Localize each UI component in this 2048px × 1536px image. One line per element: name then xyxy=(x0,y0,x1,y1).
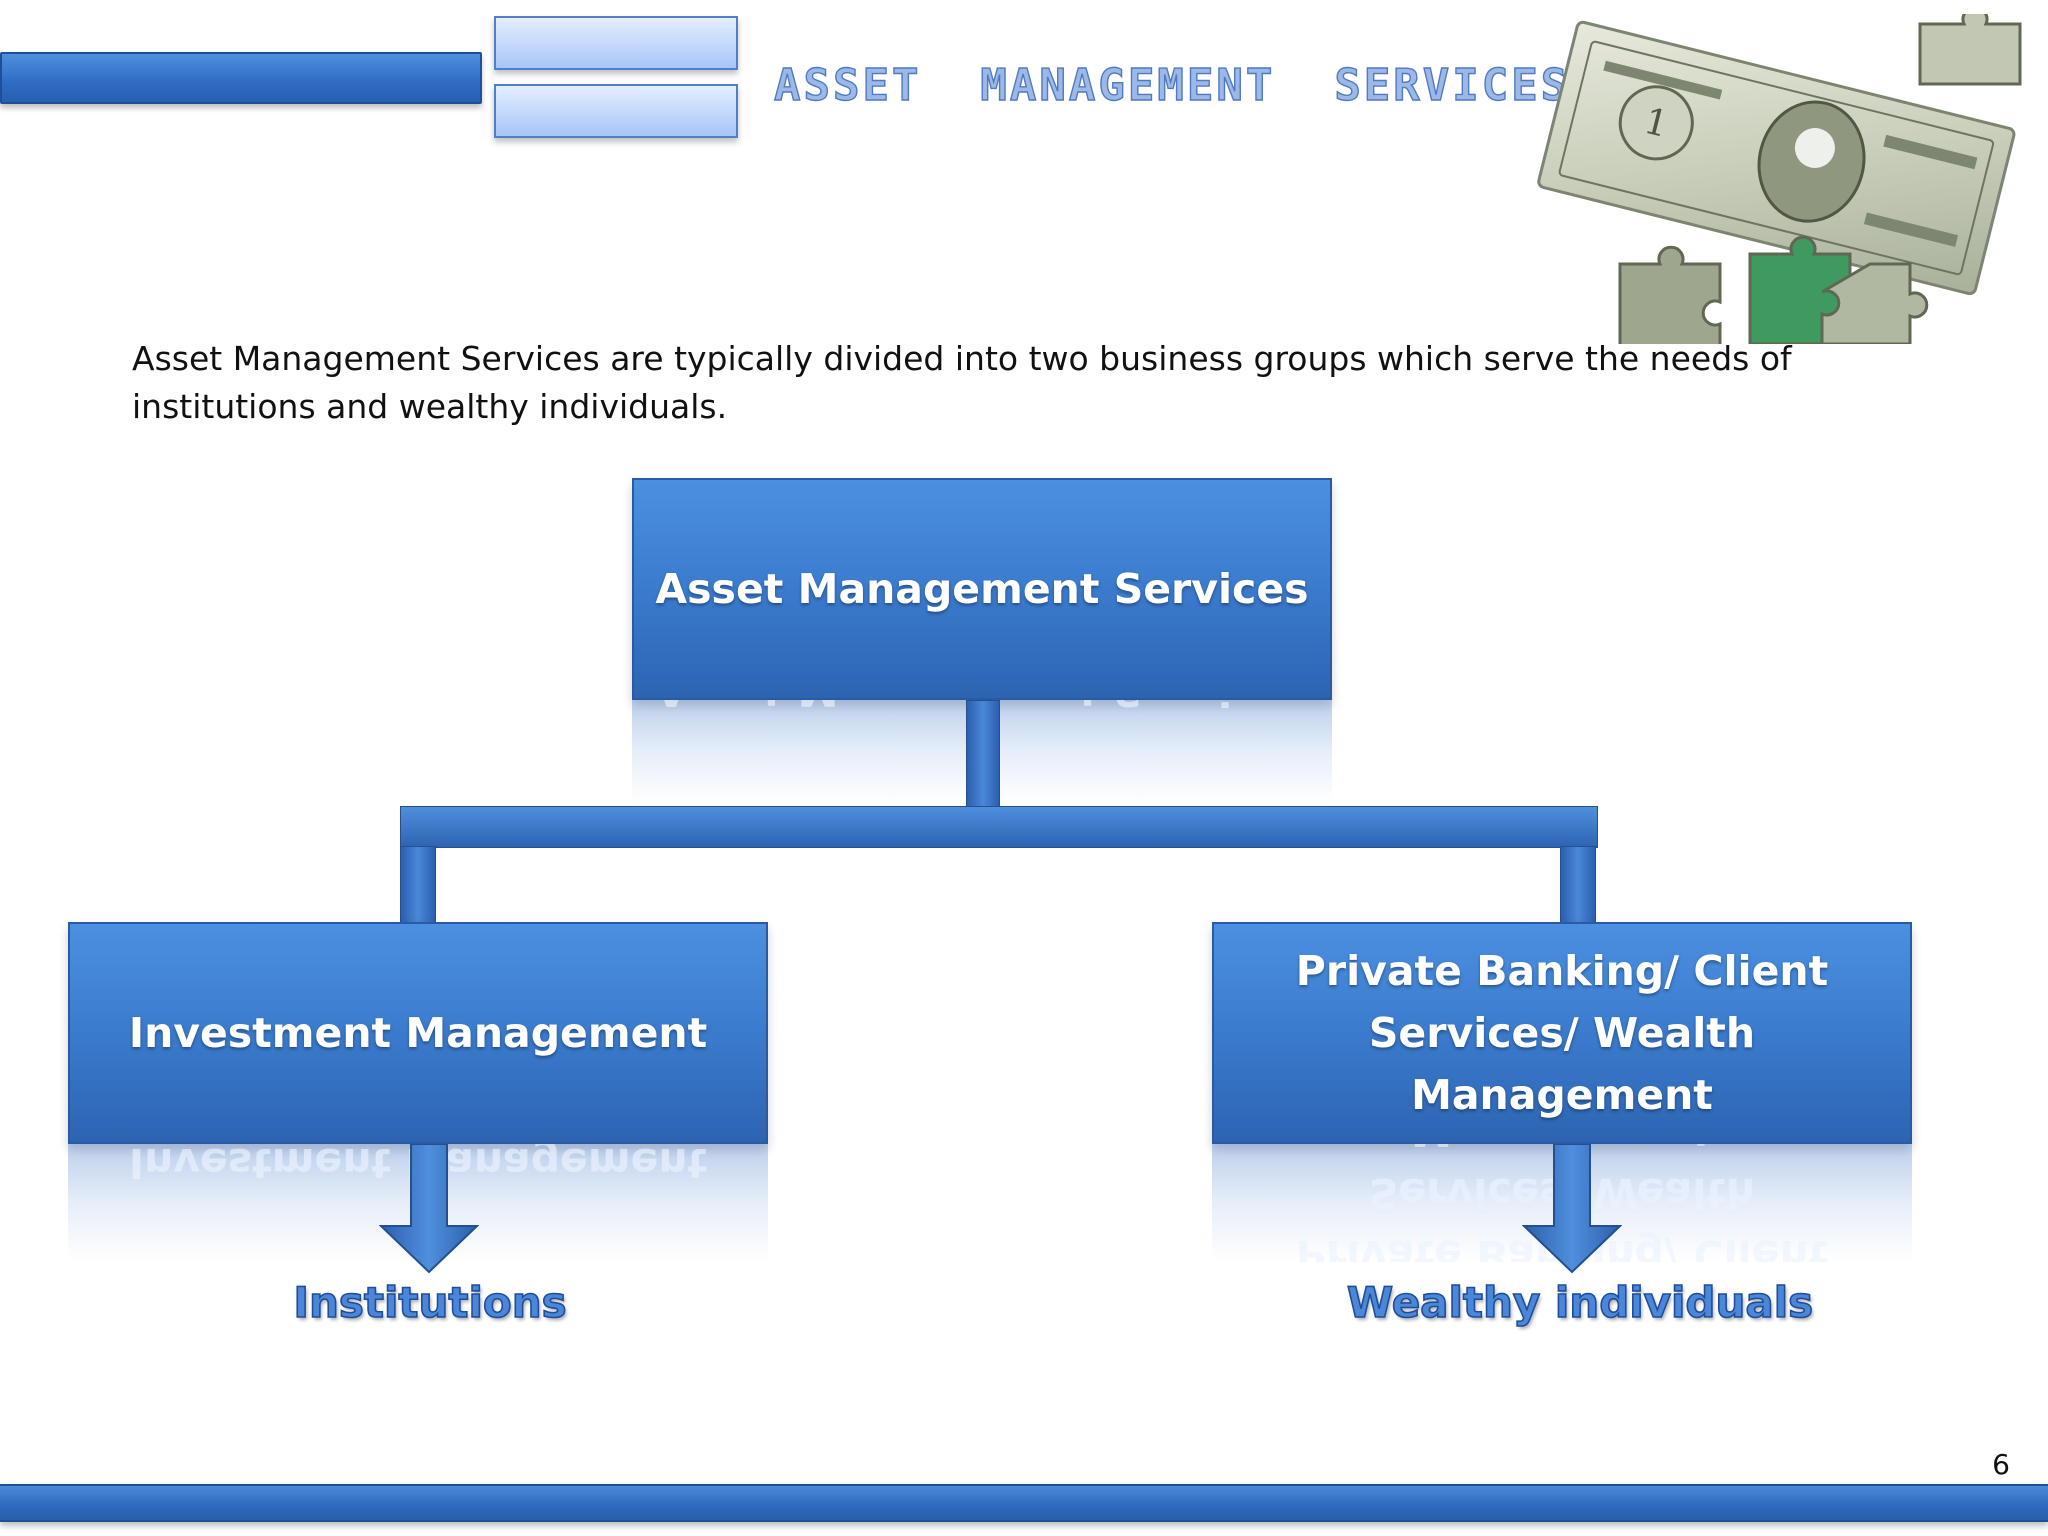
node-asset-management-services: Asset Management Services xyxy=(632,478,1332,700)
dollar-puzzle-icon: 1 xyxy=(1537,14,2022,344)
arrow-down-icon xyxy=(1522,1144,1622,1274)
node-investment-management: Investment Management xyxy=(68,922,768,1144)
header-accent-bar xyxy=(0,52,482,104)
connector-vertical-left xyxy=(400,846,436,924)
header-decor-box-bottom xyxy=(494,84,738,138)
outcome-wealthy-individuals: Wealthy individuals xyxy=(1346,1277,1814,1328)
header-decor-box-top xyxy=(494,16,738,70)
connector-vertical-root xyxy=(966,700,1000,810)
connector-vertical-right xyxy=(1560,846,1596,924)
outcome-institutions: Institutions xyxy=(293,1277,568,1328)
footer-accent-bar xyxy=(0,1484,2048,1522)
node-label: Private Banking/ Client Services/ Wealth… xyxy=(1295,947,1829,1119)
page-title: ASSET MANAGEMENT SERVICES xyxy=(773,59,1571,111)
node-private-banking-wealth-management: Private Banking/ Client Services/ Wealth… xyxy=(1212,922,1912,1144)
page-number: 6 xyxy=(1992,1448,2010,1481)
node-label: Asset Management Services xyxy=(655,565,1309,613)
connector-horizontal xyxy=(400,806,1598,848)
intro-paragraph: Asset Management Services are typically … xyxy=(132,339,1792,426)
node-label: Investment Management xyxy=(128,1009,708,1057)
arrow-down-icon xyxy=(379,1144,479,1274)
